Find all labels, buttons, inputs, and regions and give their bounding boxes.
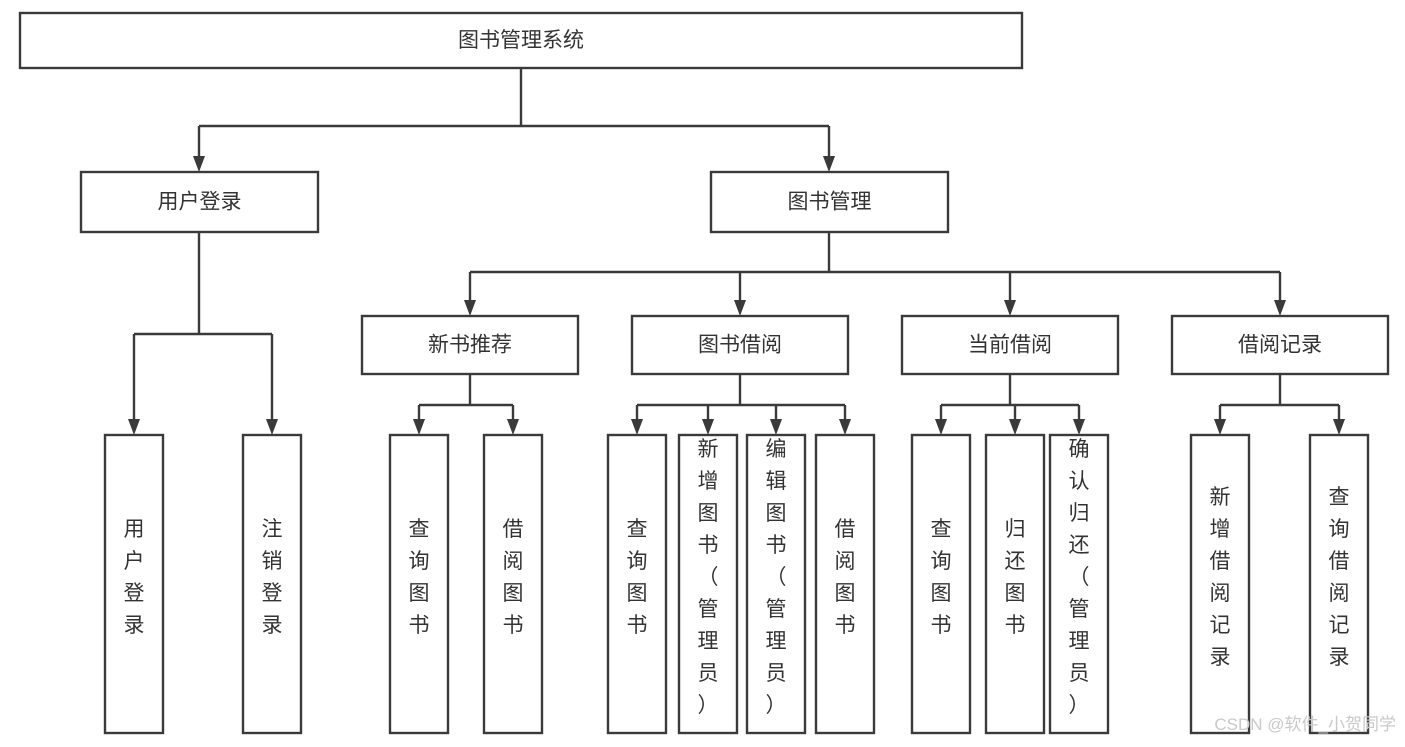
arrow-head-icon [1274,300,1286,316]
node-label: 新增图书（管理员） [698,438,719,717]
node-leaf-query-book-cb[interactable]: 查询图书 [910,433,972,735]
node-leaf-query-book-rec[interactable]: 查询图书 [388,433,450,735]
arrow-head-icon [1004,300,1016,316]
node-current-borrow[interactable]: 当前借阅 [900,314,1120,376]
node-box[interactable] [606,433,668,735]
node-box[interactable] [1189,433,1251,735]
node-label: 查询图书 [409,518,430,637]
node-box[interactable] [1170,314,1390,376]
node-user-login[interactable]: 用户登录 [79,170,320,234]
connector-book-borrow [631,374,851,435]
node-book-borrow[interactable]: 图书借阅 [630,314,850,376]
node-label: 归还图书 [1005,518,1026,637]
node-leaf-borrow-book-rec[interactable]: 借阅图书 [482,433,544,735]
arrow-head-icon [770,419,782,435]
connector-user-login [128,232,278,435]
node-label: 用户登录 [124,518,145,637]
nodes-layer: 图书管理系统用户登录图书管理新书推荐图书借阅当前借阅借阅记录用户登录注销登录查询… [18,11,1390,735]
arrow-head-icon [823,156,835,172]
node-label: 借阅图书 [503,518,524,637]
connector-book-manage [464,232,1286,316]
arrow-head-icon [507,419,519,435]
node-leaf-confirm-return[interactable]: 确认归还（管理员） [1048,433,1110,735]
node-label: 借阅图书 [835,518,856,637]
arrow-head-icon [702,419,714,435]
node-label: 图书管理系统 [458,29,584,52]
node-label: 确认归还（管理员） [1069,438,1090,717]
arrow-head-icon [266,419,278,435]
node-leaf-edit-book[interactable]: 编辑图书（管理员） [745,433,807,735]
node-borrow-record[interactable]: 借阅记录 [1170,314,1390,376]
node-label: 借阅记录 [1238,334,1322,357]
connector-new-book-rec [413,374,519,435]
arrow-head-icon [193,156,205,172]
node-box[interactable] [910,433,972,735]
node-leaf-query-book-bb[interactable]: 查询图书 [606,433,668,735]
arrow-head-icon [1009,419,1021,435]
node-label: 查询图书 [627,518,648,637]
node-label: 新书推荐 [428,334,512,357]
node-box[interactable] [630,314,850,376]
node-box[interactable] [79,170,320,234]
node-box[interactable] [709,170,950,234]
node-leaf-user-login[interactable]: 用户登录 [103,433,165,735]
connector-current-borrow [935,374,1085,435]
arrow-head-icon [631,419,643,435]
node-label: 图书管理 [788,191,872,214]
node-box[interactable] [103,433,165,735]
node-leaf-add-book[interactable]: 新增图书（管理员） [677,433,739,735]
connector-root [193,68,835,172]
arrow-head-icon [413,419,425,435]
node-box[interactable] [18,11,1024,70]
node-label: 用户登录 [158,191,242,214]
arrow-head-icon [734,300,746,316]
arrow-head-icon [1073,419,1085,435]
connectors-layer [128,68,1345,435]
node-box[interactable] [677,433,739,735]
arrow-head-icon [935,419,947,435]
node-label: 查询借阅记录 [1329,486,1350,669]
node-label: 编辑图书（管理员） [766,438,787,717]
arrow-head-icon [1214,419,1226,435]
node-box[interactable] [1308,433,1370,735]
node-box[interactable] [984,433,1046,735]
node-root[interactable]: 图书管理系统 [18,11,1024,70]
node-box[interactable] [900,314,1120,376]
node-box[interactable] [814,433,876,735]
node-label: 查询图书 [931,518,952,637]
connector-borrow-record [1214,374,1345,435]
arrow-head-icon [839,419,851,435]
arrow-head-icon [128,419,140,435]
node-new-book-rec[interactable]: 新书推荐 [360,314,580,376]
node-box[interactable] [745,433,807,735]
node-leaf-logout[interactable]: 注销登录 [241,433,303,735]
csdn-watermark: CSDN @软件_小贺同学 [1214,715,1396,734]
node-label: 图书借阅 [698,334,782,357]
node-leaf-query-record[interactable]: 查询借阅记录 [1308,433,1370,735]
node-box[interactable] [360,314,580,376]
node-leaf-return-book[interactable]: 归还图书 [984,433,1046,735]
node-box[interactable] [482,433,544,735]
node-label: 注销登录 [262,518,283,637]
arrow-head-icon [464,300,476,316]
node-box[interactable] [388,433,450,735]
node-leaf-borrow-book-bb[interactable]: 借阅图书 [814,433,876,735]
node-label: 新增借阅记录 [1210,486,1231,669]
node-label: 当前借阅 [968,334,1052,357]
arrow-head-icon [1333,419,1345,435]
node-book-manage[interactable]: 图书管理 [709,170,950,234]
node-box[interactable] [241,433,303,735]
node-leaf-add-record[interactable]: 新增借阅记录 [1189,433,1251,735]
node-box[interactable] [1048,433,1110,735]
